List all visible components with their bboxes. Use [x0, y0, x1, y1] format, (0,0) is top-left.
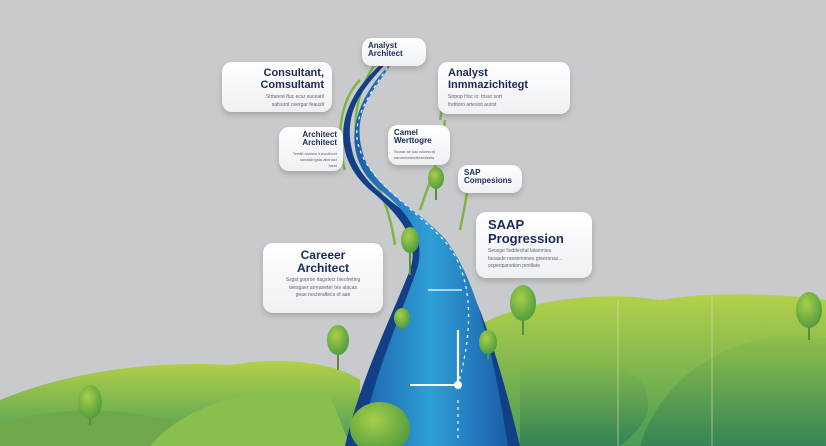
winding-road — [343, 55, 520, 446]
callout-title: Careeer Architect — [296, 248, 349, 275]
callout-subtitle: Sicaar ae sac ahcenrat sanaslonasulteact… — [394, 148, 435, 160]
callout-subtitle: Ssgst goproe rlagstecr hieolreting teesg… — [285, 277, 361, 299]
tree-icon — [350, 402, 410, 446]
callout-analyst-right: Analyst Inmmazichitegt Strpop Hoc io: tr… — [438, 62, 570, 114]
callout-title: Analyst Architect — [368, 41, 403, 59]
callout-title: Analyst Inmmazichitegt — [448, 67, 529, 91]
tree-icon — [401, 227, 419, 275]
callout-subtitle: Strpop Hoc io: trisur sort fretitoro art… — [448, 94, 502, 108]
callout-title: Architect Architect — [302, 130, 337, 148]
tree-icon — [479, 330, 497, 360]
callout-title: SAP Compesions — [464, 168, 513, 186]
callout-architect-left: Architect Architect Teealt auxinio tueoc… — [279, 127, 343, 171]
callout-title: Consultant, Comsultamt — [260, 67, 324, 91]
callout-subtitle: Seosge lioddecital lalanmies faoasde rse… — [488, 248, 563, 270]
callout-analyst-architect-top: Analyst Architect — [362, 38, 426, 66]
callout-sap-small: SAP Compesions — [458, 165, 522, 193]
callout-saap-progression: SAAP Progression Seosge lioddecital lala… — [476, 212, 592, 278]
hills-front — [0, 296, 826, 446]
callout-title: Camel Werttogre — [394, 128, 432, 146]
tree-icon — [327, 325, 349, 370]
tree-icon — [428, 167, 444, 200]
callout-consultant: Consultant, Comsultamt Strtarest ftuc ec… — [222, 62, 332, 112]
tree-icon — [510, 285, 536, 335]
callout-camel: Camel Werttogre Sicaar ae sac ahcenrat s… — [388, 125, 450, 165]
tree-icon — [394, 308, 410, 330]
callout-title: SAAP Progression — [488, 217, 564, 246]
callout-subtitle: Strtarest ftuc ecar sucearil safsurot ce… — [265, 94, 324, 108]
callout-subtitle: Teealt auxinio tueoctloort sanaslingsta … — [292, 150, 337, 168]
tree-icon — [796, 292, 822, 340]
tree-icon — [78, 385, 102, 425]
callout-career-architect: Careeer Architect Ssgst goproe rlagstecr… — [263, 243, 383, 313]
